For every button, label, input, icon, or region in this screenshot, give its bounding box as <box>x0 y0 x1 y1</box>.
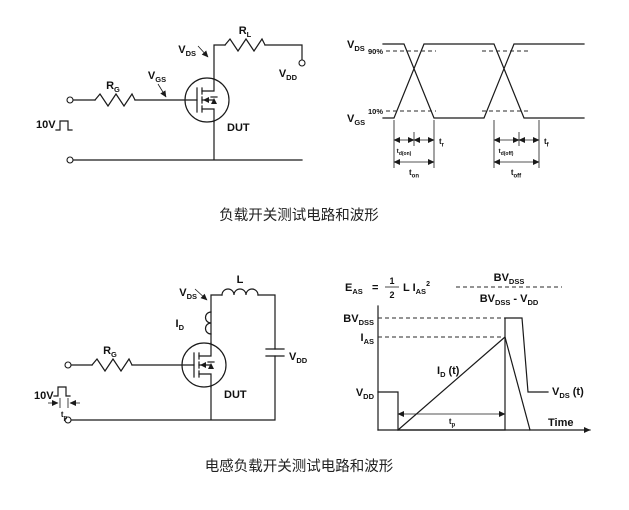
eq-equals: = <box>372 282 378 294</box>
wf-vds-label: VDS <box>347 39 365 53</box>
body-diode-icon <box>211 98 217 104</box>
vds-t-label: VDS(t) <box>552 386 584 400</box>
uis-waveform: EAS = 1 2 L IAS2 BVDSS BVDSS-VDD BVDSS I… <box>343 272 591 433</box>
mosfet-symbol <box>184 77 230 123</box>
vdd-label: VDD <box>356 387 375 401</box>
mosfet-body-circle <box>181 342 227 388</box>
tp-label: tp <box>61 410 68 422</box>
tp-ticks <box>59 398 69 408</box>
mosfet-taps <box>201 78 215 123</box>
input-terminal <box>66 96 74 104</box>
switching-test-circuit: 10V RG VGS VDS RL VDD DUT <box>36 25 306 164</box>
pulse-source-label: 10V <box>34 390 54 402</box>
eas-equation: EAS = 1 2 L IAS2 BVDSS BVDSS-VDD <box>345 272 562 307</box>
vds-trace <box>382 43 585 119</box>
td-off-label: td(off) <box>499 148 514 157</box>
rg-label: RG <box>103 345 117 359</box>
vdd-terminal <box>298 59 306 67</box>
ias-label: IAS <box>361 332 374 346</box>
id-t-label: ID(t) <box>437 365 460 379</box>
mosfet-gate-channel <box>196 87 203 113</box>
current-probe-coil <box>204 311 212 335</box>
eq-half-denominator: 2 <box>389 290 394 300</box>
toff-label: toff <box>511 168 522 180</box>
mosfet-taps <box>198 342 212 388</box>
switching-waveform: VDS VGS 90% 10% td(on) tr ton td(off) tf… <box>347 39 585 180</box>
vgs-label: VGS <box>148 70 166 84</box>
ton-label: ton <box>409 168 419 180</box>
input-terminal <box>64 361 72 369</box>
pulse-source-icon <box>53 386 71 397</box>
inductor-label: L <box>237 274 244 286</box>
bvdss-label: BVDSS <box>343 313 374 327</box>
eq-fraction-numerator: BVDSS <box>494 272 525 286</box>
eq-eas: EAS <box>345 282 363 296</box>
time-axis-label: Time <box>548 417 573 429</box>
body-diode-icon <box>208 363 214 369</box>
vds-label: VDS <box>179 287 197 301</box>
vds-label: VDS <box>178 44 196 58</box>
mosfet-symbol <box>181 342 227 388</box>
circuit-wires <box>72 44 303 161</box>
top-caption: 负载开关测试电路和波形 <box>219 207 379 224</box>
tf-label: tf <box>544 137 550 149</box>
vgs-probe-arrow <box>157 83 167 98</box>
resistor-rl-symbol <box>224 37 266 53</box>
mosfet-substrate-arrow <box>200 362 206 368</box>
pct-10-label: 10% <box>368 107 383 116</box>
capacitor-symbol <box>265 348 285 357</box>
vds-probe-arrow <box>197 45 209 58</box>
dut-label: DUT <box>224 389 247 401</box>
bottom-caption: 电感负载开关测试电路和波形 <box>205 458 394 475</box>
td-on-label: td(on) <box>397 148 412 157</box>
vgs-trace <box>382 43 585 119</box>
id-label: ID <box>176 318 185 332</box>
pct-90-label: 90% <box>368 47 383 56</box>
inductive-test-circuit: VDS L ID RG VDD DUT 10V tp <box>34 274 308 424</box>
pulse-source-label: 10V <box>36 119 56 131</box>
timing-guides <box>393 120 540 168</box>
circuit-wires <box>70 294 276 421</box>
mosfet-body-circle <box>184 77 230 123</box>
vds-probe-arrow <box>194 288 208 301</box>
dut-label: DUT <box>227 122 250 134</box>
eq-fraction-denominator: BVDSS-VDD <box>480 293 539 307</box>
eq-half-numerator: 1 <box>389 276 394 286</box>
mosfet-gate-channel <box>193 352 200 378</box>
tp-label: tp <box>449 417 456 429</box>
vdd-label: VDD <box>279 68 298 82</box>
vdd-label: VDD <box>289 351 308 365</box>
ground-terminal <box>66 156 74 164</box>
eq-li-term: L IAS2 <box>403 281 430 296</box>
ground-terminal <box>64 416 72 424</box>
tr-label: tr <box>439 137 445 149</box>
rg-label: RG <box>106 80 120 94</box>
resistor-rg-symbol <box>91 357 133 373</box>
resistor-rg-symbol <box>94 92 136 108</box>
vds-trace <box>377 317 549 431</box>
pulse-source-icon <box>55 120 73 131</box>
wf-vgs-label: VGS <box>347 113 365 127</box>
mosfet-substrate-arrow <box>203 97 209 103</box>
rl-label: RL <box>239 25 252 39</box>
inductor-symbol <box>221 288 259 296</box>
id-trace <box>397 335 531 431</box>
